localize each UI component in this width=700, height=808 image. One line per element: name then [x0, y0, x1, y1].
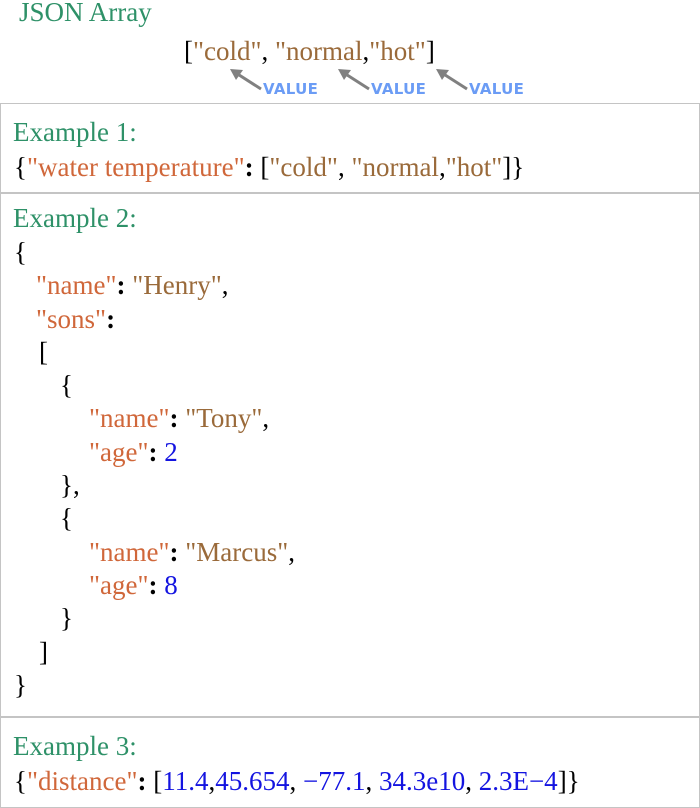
value-label-3: VALUE: [469, 80, 525, 98]
json-number: 45.654: [215, 766, 290, 796]
code-line: "name": "Henry",: [36, 270, 229, 301]
example-3-label: Example 3:: [13, 731, 137, 761]
example-2-label: Example 2:: [13, 203, 137, 233]
code-line: "sons":: [36, 303, 116, 334]
code-line: "name": "Tony",: [89, 403, 270, 434]
bracket-open: [: [184, 36, 193, 66]
code-line: {: [14, 237, 27, 267]
example-3-code: {"distance": [11.4,45.654, −77.1, 34.3e1…: [14, 766, 580, 796]
code-line: [: [39, 336, 48, 367]
code-line: }: [14, 669, 27, 700]
json-string: "hot": [445, 152, 503, 182]
json-number: 2.3E−4: [478, 766, 558, 796]
arrow-icon: [338, 69, 370, 91]
code-line: {: [60, 503, 73, 534]
example-1-code: {"water temperature": ["cold", "normal,"…: [14, 152, 525, 182]
json-string: "normal: [351, 152, 439, 182]
array-value-2: "normal: [275, 36, 363, 66]
arrow-icon: [436, 69, 468, 91]
json-number: 11.4: [162, 766, 209, 796]
json-number: 34.3e10: [378, 766, 466, 796]
json-number: −77.1: [302, 766, 366, 796]
value-annotations: VALUE VALUE VALUE: [0, 64, 700, 100]
arrow-icon: [230, 69, 262, 91]
page-title: JSON Array: [19, 0, 152, 27]
array-value-3: "hot": [369, 36, 426, 66]
value-label-2: VALUE: [371, 80, 427, 98]
example-3-box: Example 3: {"distance": [11.4,45.654, −7…: [0, 717, 700, 808]
example-1-box: Example 1: {"water temperature": ["cold"…: [0, 103, 700, 193]
value-label-1: VALUE: [263, 80, 319, 98]
array-value-1: "cold": [193, 36, 262, 66]
example-2-box: Example 2: { "name": "Henry","sons":[ { "na…: [0, 193, 700, 717]
code-line: {: [60, 370, 73, 401]
bracket-close: ]: [425, 36, 435, 66]
json-key: "water temperature": [26, 152, 245, 182]
json-string: "cold": [269, 152, 338, 182]
example-1-label: Example 1:: [13, 117, 137, 147]
code-line: },: [60, 470, 80, 501]
code-line: "name": "Marcus",: [89, 536, 296, 567]
code-line: }: [60, 603, 73, 634]
code-line: "age": 2: [89, 436, 178, 467]
example-2-code: { "name": "Henry","sons":[ { "name": "Tony"…: [14, 236, 295, 702]
code-line: "age": 8: [89, 569, 178, 600]
json-key: "distance": [26, 766, 138, 796]
code-line: ]: [39, 636, 48, 667]
array-example: ["cold", "normal,"hot"]: [184, 36, 435, 66]
